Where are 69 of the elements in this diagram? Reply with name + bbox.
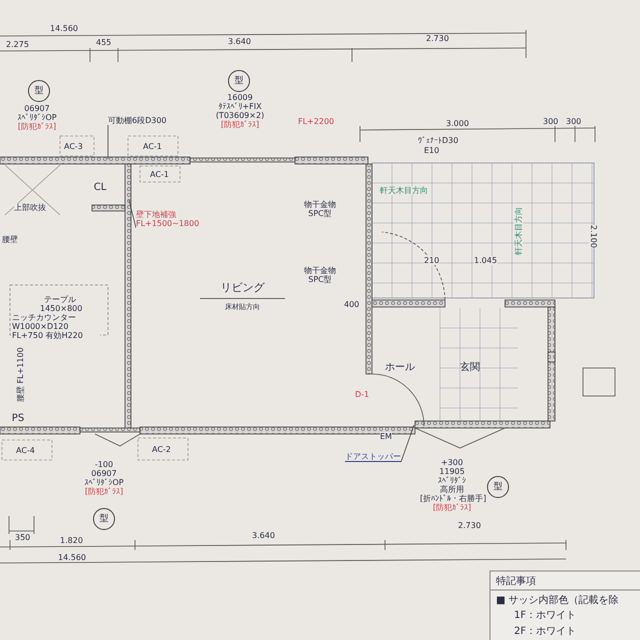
plan-annotation: 400 — [344, 300, 360, 309]
callout-text: 可動棚6段D300 — [108, 116, 167, 125]
plan-annotation: 腰壁 FL+1100 — [16, 347, 25, 402]
window-spec-text: +300 — [440, 458, 464, 467]
window-spec-text: ｽﾍﾞﾘﾀﾞｼOP — [83, 478, 125, 487]
plan-annotation: テーブル 1450×800 — [40, 295, 80, 313]
window-type-circle: 型 — [487, 476, 509, 498]
window-spec-text: [防犯ｶﾞﾗｽ] — [16, 122, 58, 131]
plan-annotation: 455 — [96, 38, 112, 47]
window-spec-text: 高所用 — [439, 485, 465, 494]
plan-annotation: 350 — [15, 533, 30, 542]
plan-annotation: 14.560 — [58, 553, 86, 562]
window-spec-text: -100 — [94, 460, 114, 469]
window-spec-text: ｽﾍﾞﾘﾀﾞｼOP — [16, 113, 58, 122]
window-spec-text: (T03609×2) — [214, 111, 266, 120]
plan-annotation: 210 — [424, 256, 440, 265]
plan-annotation: 300 — [543, 117, 558, 126]
window-type-circle: 型 — [93, 508, 115, 530]
window-spec-text: ﾀﾃｽﾍﾞﾘ+FIX — [217, 102, 263, 111]
leader-line — [128, 200, 136, 228]
plan-annotation: EM — [380, 432, 392, 441]
room-name: CL — [88, 182, 112, 193]
plan-annotation: E10 — [424, 146, 440, 155]
window-spec-text: 16009 — [226, 93, 254, 102]
plan-annotation: 1.820 — [60, 536, 83, 545]
notes-heading: 特記事項 — [496, 576, 536, 588]
window-spec-text: [防犯ｶﾞﾗｽ] — [432, 503, 472, 512]
plan-annotation: 14.560 — [50, 24, 78, 33]
plan-annotation: D-1 — [355, 390, 370, 399]
plan-annotation: 2.730 — [458, 521, 481, 530]
window-spec-text: 06907 — [23, 104, 51, 113]
plan-annotation: 軒天木目方向 — [514, 207, 523, 255]
window-spec-text: [防犯ｶﾞﾗｽ] — [84, 487, 124, 496]
room-name: 玄関 — [450, 360, 490, 374]
plan-annotation: 1.045 — [474, 256, 497, 265]
plan-annotation: 2.730 — [426, 34, 449, 43]
plan-annotation: AC-1 — [143, 142, 162, 151]
plan-annotation: ｳﾞｪﾅｰﾄD30 — [418, 136, 458, 145]
window-spec-text: 06907 — [90, 469, 118, 478]
window-spec-text: [防犯ｶﾞﾗｽ] — [220, 120, 260, 129]
plan-annotation: 3.000 — [446, 119, 469, 128]
room-name: PS — [8, 413, 28, 424]
plan-annotation: 上部吹抜 — [14, 203, 46, 212]
window-spec-text: ｽﾍﾞﾘﾀﾞｼ — [437, 476, 467, 485]
callout-text: ドアストッパー — [345, 452, 401, 462]
plan-annotation: AC-2 — [152, 445, 171, 454]
plan-annotation: 軒天木目方向 — [380, 186, 428, 195]
window-type-circle: 型 — [228, 70, 250, 92]
window-spec-text: 11905 — [438, 467, 466, 476]
plan-annotation: AC-3 — [64, 142, 83, 151]
note-text: 1F：ホワイト — [514, 610, 576, 622]
plan-annotation: AC-4 — [16, 446, 35, 455]
note-text: 2F：ホワイト — [514, 626, 576, 638]
window-type-circle: 型 — [28, 80, 50, 102]
plan-annotation: 3.640 — [252, 531, 275, 540]
plan-annotation: FL+2200 — [298, 117, 334, 126]
room-name: リビング — [200, 280, 285, 299]
plan-annotation: 2.275 — [6, 40, 29, 49]
note-text: ■ サッシ内部色（記載を除 — [496, 595, 619, 607]
room-name: ホール — [380, 360, 420, 374]
plan-annotation: AC-1 — [150, 170, 169, 179]
plan-annotation: 300 — [566, 117, 582, 126]
plan-annotation: 3.640 — [228, 37, 251, 46]
plan-annotation: ニッチカウンター W1000×D120 FL+750 有効H220 — [12, 313, 100, 340]
window-spec-text: [折ﾊﾝﾄﾞﾙ・右勝手] — [420, 494, 484, 503]
plan-annotation: 腰壁 — [2, 235, 18, 244]
leader-line — [400, 424, 414, 462]
plan-annotation: 2.100 — [589, 225, 598, 248]
room-area — [200, 280, 285, 312]
